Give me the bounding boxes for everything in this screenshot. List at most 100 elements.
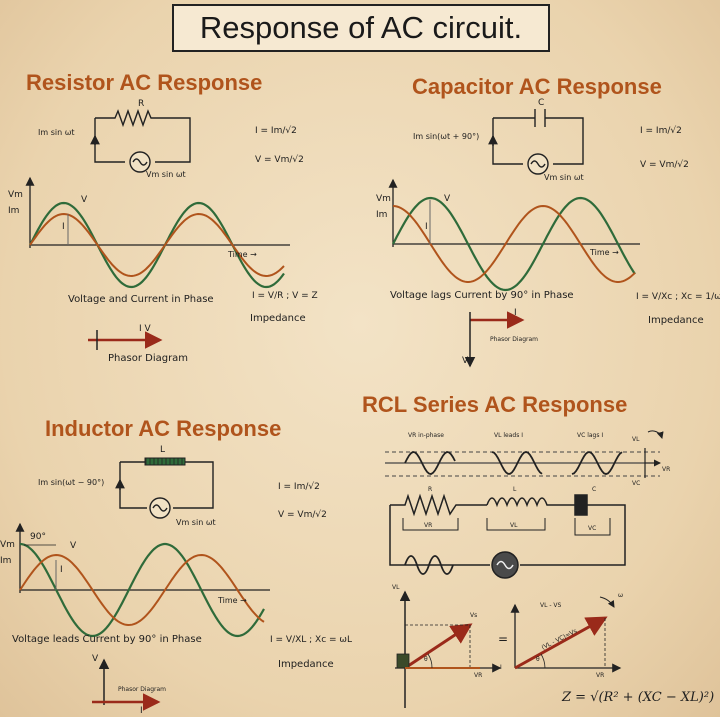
rcl-r: R	[428, 486, 433, 493]
rcl-z-formula: Z = √(R² + (XC − XL)²)	[562, 690, 715, 705]
capacitor-caption: Voltage lags Current by 90° in Phase	[390, 290, 574, 301]
capacitor-eq-v: V = Vm/√2	[640, 160, 689, 170]
resistor-waveforms	[25, 176, 290, 289]
inductor-waveforms	[15, 522, 270, 638]
inductor-current-wave	[19, 553, 265, 627]
resistor-eq-z: I = V/R ; V = Z	[252, 291, 318, 301]
inductor-l-label: L	[160, 445, 166, 455]
rcl-ph1-vs: Vs	[470, 612, 478, 619]
resistor-eq-v: V = Vm/√2	[255, 155, 304, 165]
capacitor-phasor-caption: Phasor Diagram	[490, 336, 539, 343]
rcl-ph1-vr: VR	[474, 672, 483, 679]
rcl-equals: =	[498, 632, 509, 646]
rcl-ph2-vr: VR	[596, 672, 605, 679]
capacitor-eq-z: I = V/Xc ; Xc = 1/ωC	[636, 292, 720, 302]
resistor-phasor-caption: Phasor Diagram	[108, 353, 189, 364]
rcl-ph1-vl: VL	[392, 584, 400, 591]
capacitor-circuit	[488, 109, 584, 175]
resistor-wave-i-label: I	[62, 222, 65, 232]
capacitor-eq-i: I = Im/√2	[640, 126, 682, 136]
capacitor-wave-i-label: I	[425, 222, 428, 232]
title-box: Response of AC circuit.	[172, 4, 550, 52]
resistor-phasor-label: I V	[139, 324, 151, 334]
resistor-axis-vm: Vm	[8, 190, 23, 200]
resistor-source-current: Im sin ωt	[38, 128, 75, 137]
inductor-wave-i-label: I	[60, 565, 63, 575]
rcl-vc-label: VC lags I	[577, 432, 604, 439]
rcl-heading: RCL Series AC Response	[362, 392, 628, 417]
inductor-source-voltage: Vm sin ωt	[176, 518, 216, 527]
rcl-phasor-1	[395, 590, 502, 708]
inductor-phasor-v: V	[92, 654, 99, 664]
inductor-source-current: Im sin(ωt − 90°)	[38, 478, 105, 487]
inductor-axis-vm: Vm	[0, 540, 15, 550]
inductor-eq-z: I = V/XL ; Xc = ωL	[270, 635, 352, 645]
resistor-wave-v-label: V	[81, 195, 88, 205]
rcl-ph1-theta: θ	[424, 656, 428, 663]
inductor-eq-i: I = Im/√2	[278, 482, 320, 492]
rcl-vl: VL	[510, 522, 518, 529]
inductor-eq-v: V = Vm/√2	[278, 510, 327, 520]
rcl-right-vc: VC	[632, 480, 641, 487]
inductor-phasor	[92, 658, 161, 711]
inductor-phasor-caption: Phasor Diagram	[118, 686, 167, 693]
capacitor-axis-vm: Vm	[376, 194, 391, 204]
resistor-time-label: Time →	[228, 250, 257, 259]
rcl-vr: VR	[424, 522, 433, 529]
resistor-phasor	[88, 330, 163, 350]
rcl-circuit	[389, 493, 626, 579]
capacitor-phasor	[464, 311, 525, 368]
capacitor-impedance: Impedance	[648, 315, 704, 326]
capacitor-c-label: C	[538, 98, 545, 108]
inductor-heading: Inductor AC Response	[45, 416, 282, 441]
vr-waveform	[404, 451, 456, 475]
rcl-right-vr: VR	[662, 466, 671, 473]
inductor-voltage-wave	[19, 542, 265, 638]
capacitor-source-current: Im sin(ωt + 90°)	[413, 132, 480, 141]
inductor-impedance: Impedance	[278, 659, 334, 670]
capacitor-phasor-i: I	[514, 308, 517, 318]
capacitor-current-wave	[392, 204, 636, 283]
inductor-time-label: Time →	[218, 596, 247, 605]
resistor-heading: Resistor AC Response	[26, 70, 263, 95]
page-title: Response of AC circuit.	[199, 10, 523, 45]
inductor-phasor-i: I	[140, 706, 143, 716]
resistor-circuit	[90, 108, 191, 173]
resistor-impedance: Impedance	[250, 313, 306, 324]
inductor-angle-label: 90°	[30, 532, 46, 542]
rcl-ph1-i: I	[500, 664, 502, 671]
rcl-vl-label: VL leads I	[494, 432, 524, 439]
resistor-voltage-wave	[29, 201, 285, 289]
rcl-vc: VC	[588, 525, 597, 532]
inductor-caption: Voltage leads Current by 90° in Phase	[12, 634, 202, 645]
resistor-r-label: R	[138, 99, 145, 109]
resistor-eq-i: I = Im/√2	[255, 126, 297, 136]
capacitor-wave-v-label: V	[444, 194, 451, 204]
inductor-wave-v-label: V	[70, 541, 77, 551]
vl-waveform	[491, 451, 543, 475]
rcl-c: C	[592, 486, 597, 493]
rcl-phasor-2	[427, 596, 622, 673]
rcl-ph2-theta: θ	[536, 656, 540, 663]
rcl-omega: ω	[618, 592, 624, 599]
capacitor-time-label: Time →	[590, 248, 619, 257]
resistor-caption: Voltage and Current in Phase	[68, 294, 214, 305]
rcl-l: L	[513, 486, 517, 493]
capacitor-axis-im: Im	[376, 210, 388, 220]
capacitor-voltage-wave	[392, 196, 636, 292]
inductor-axis-im: Im	[0, 556, 12, 566]
rcl-vr-label: VR in-phase	[408, 432, 444, 439]
rcl-right-vl: VL	[632, 436, 640, 443]
rcl-waveform-strip	[385, 430, 664, 478]
vc-waveform	[571, 451, 623, 475]
capacitor-waveforms	[388, 178, 640, 292]
capacitor-heading: Capacitor AC Response	[412, 74, 662, 99]
resistor-source-voltage: Vm sin ωt	[146, 170, 186, 179]
resistor-axis-im: Im	[8, 206, 20, 216]
resistor-current-wave	[29, 212, 285, 278]
capacitor-phasor-v: V	[462, 356, 469, 366]
inductor-circuit	[115, 457, 214, 519]
capacitor-source-voltage: Vm sin ωt	[544, 173, 584, 182]
